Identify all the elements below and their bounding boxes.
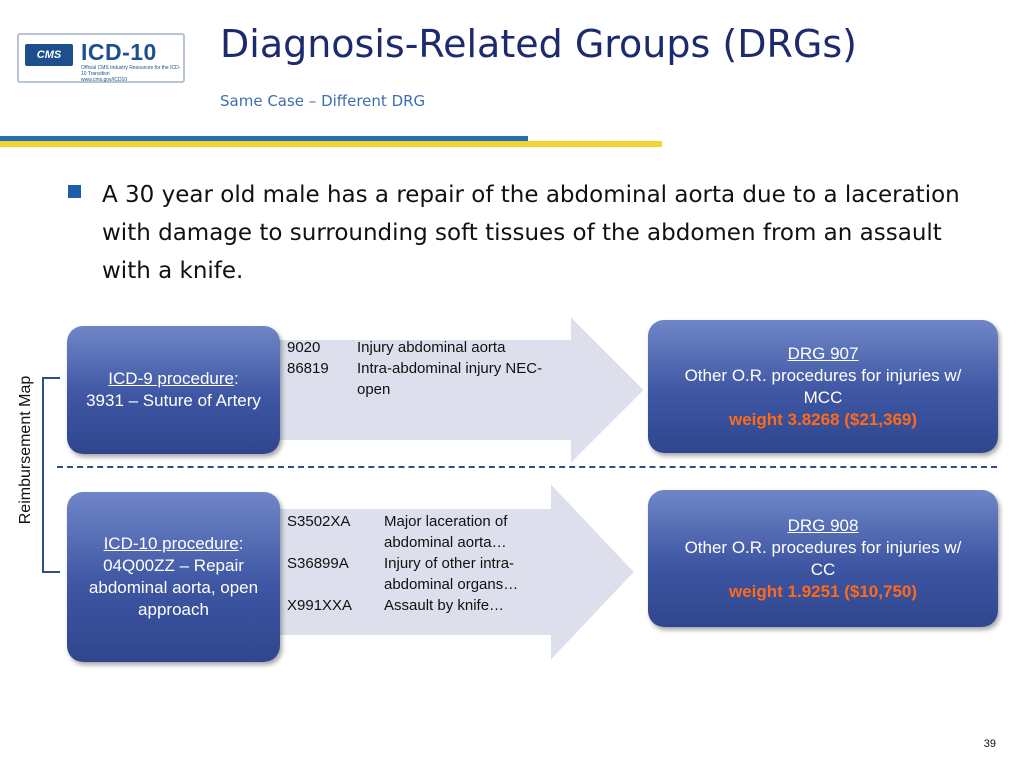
logo-brand: ICD-10: [81, 39, 157, 65]
table-row: S36899A Injury of other intra-abdominal …: [287, 553, 577, 595]
code-cell: 86819: [287, 360, 329, 377]
icd9-codes: 9020 Injury abdominal aorta 86819 Intra-…: [287, 337, 577, 400]
page-subtitle: Same Case – Different DRG: [220, 92, 426, 110]
table-row: 9020 Injury abdominal aorta: [287, 337, 577, 358]
drg-908-weight: weight 1.9251 ($10,750): [728, 581, 918, 601]
bullet-square-icon: [68, 185, 81, 198]
table-row: S3502XA Major laceration of abdominal ao…: [287, 511, 577, 553]
code-cell: S3502XA: [287, 513, 351, 530]
code-cell: S36899A: [287, 555, 349, 572]
drg-907-weight: weight 3.8268 ($21,369): [728, 409, 918, 429]
logo-tagline: Official CMS Industry Resources for the …: [81, 65, 181, 83]
icd9-procedure-detail: 3931 – Suture of Artery: [86, 391, 261, 410]
drg-908-link[interactable]: DRG 908: [787, 515, 859, 535]
header-rule-yellow: [0, 141, 662, 147]
drg-908-desc: Other O.R. procedures for injuries w/ CC: [684, 537, 962, 579]
drg-907-box: DRG 907 Other O.R. procedures for injuri…: [648, 320, 998, 453]
code-desc-cell: Major laceration of abdominal aorta…: [384, 513, 508, 551]
icd10-procedure-box: ICD-10 procedure: 04Q00ZZ – Repair abdom…: [67, 492, 280, 662]
reimbursement-bracket: [42, 377, 60, 573]
icd10-procedure-detail: 04Q00ZZ – Repair abdominal aorta, open a…: [88, 556, 259, 619]
icd10-logo: CMS ICD-10 Official CMS Industry Resourc…: [17, 33, 185, 83]
code-cell: X991XXA: [287, 597, 353, 614]
drg-908-box: DRG 908 Other O.R. procedures for injuri…: [648, 490, 998, 627]
table-row: X991XXA Assault by knife…: [287, 595, 577, 616]
drg-907-link[interactable]: DRG 907: [787, 343, 859, 363]
row-divider: [57, 466, 997, 468]
cms-logo-mark: CMS: [25, 44, 73, 66]
page-number: 39: [983, 738, 996, 750]
code-desc-cell: Injury of other intra-abdominal organs…: [384, 555, 519, 593]
icd9-arrow-icon: [225, 315, 645, 465]
page-title: Diagnosis-Related Groups (DRGs): [220, 22, 857, 66]
code-desc-cell: Injury abdominal aorta: [357, 339, 506, 356]
icd10-codes: S3502XA Major laceration of abdominal ao…: [287, 511, 577, 616]
code-cell: 9020: [287, 339, 321, 356]
icd9-procedure-link[interactable]: ICD-9 procedure: [108, 369, 234, 388]
code-desc-cell: Assault by knife…: [384, 597, 505, 614]
case-description: A 30 year old male has a repair of the a…: [102, 182, 960, 284]
icd10-procedure-link[interactable]: ICD-10 procedure: [103, 534, 239, 553]
reimbursement-map-label: Reimbursement Map: [17, 375, 34, 525]
code-desc-cell: Intra-abdominal injury NEC- open: [357, 360, 543, 398]
header-rule-blue: [0, 136, 528, 141]
table-row: 86819 Intra-abdominal injury NEC- open: [287, 358, 577, 400]
icd9-procedure-box: ICD-9 procedure: 3931 – Suture of Artery: [67, 326, 280, 454]
drg-907-desc: Other O.R. procedures for injuries w/ MC…: [684, 365, 962, 407]
